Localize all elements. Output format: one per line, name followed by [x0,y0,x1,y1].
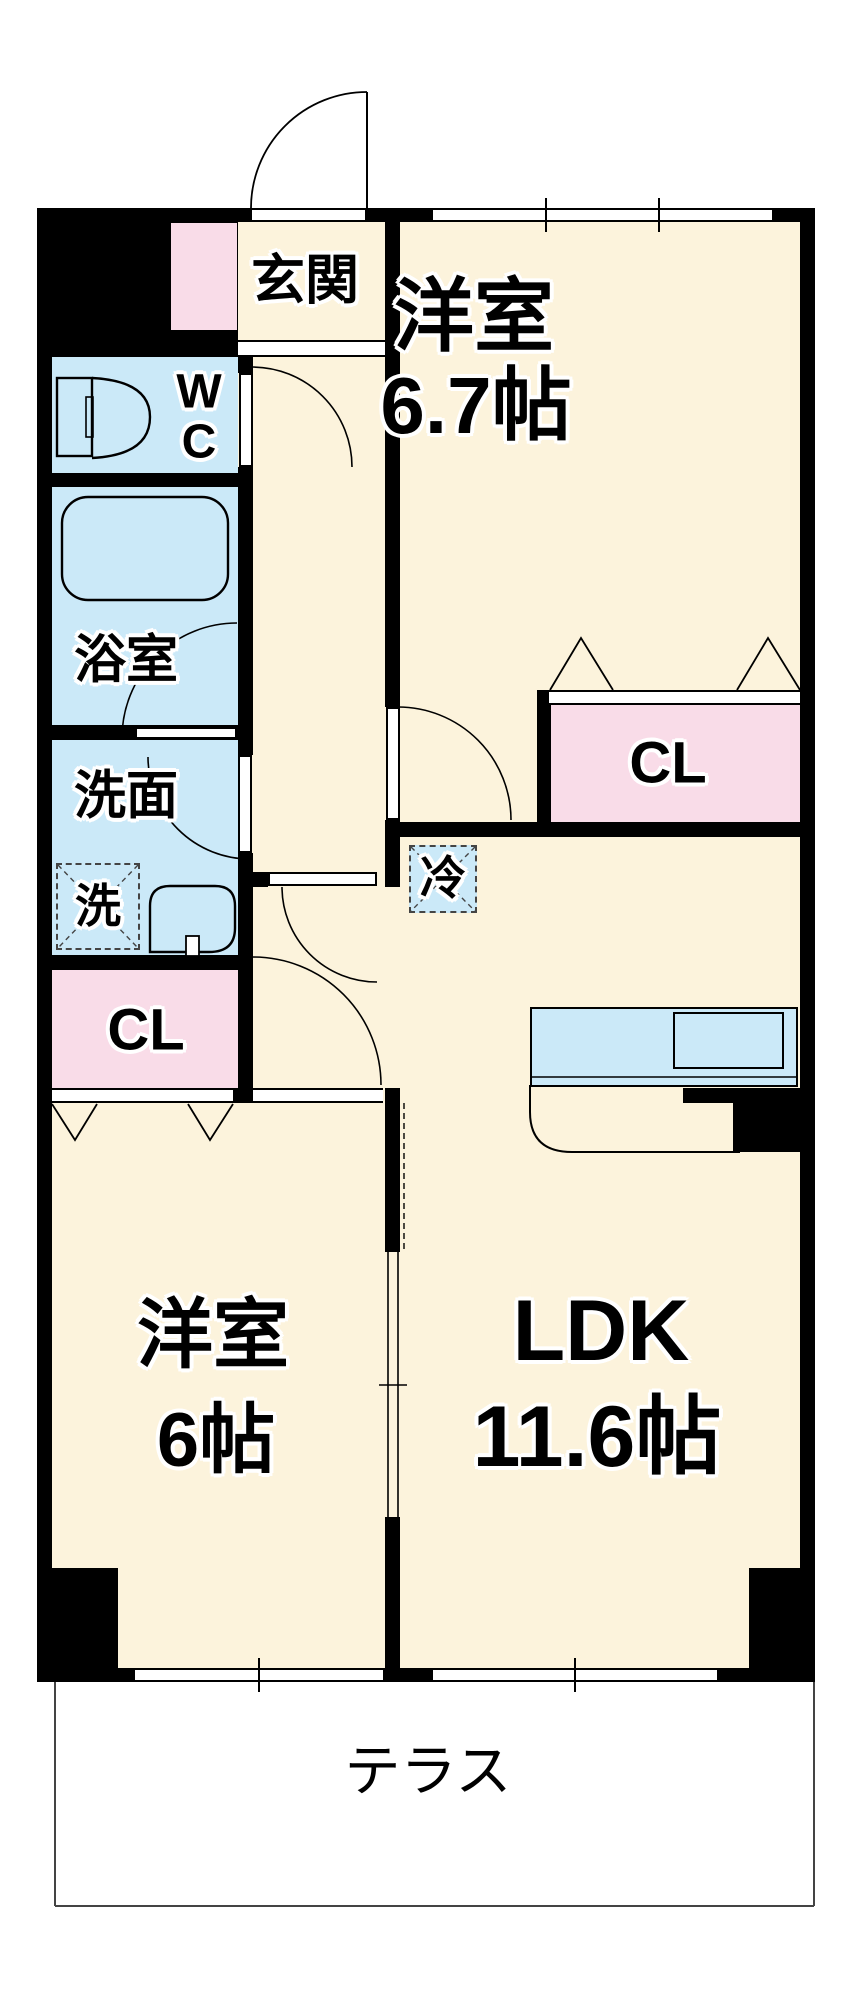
window-bedroom2 [135,1668,383,1682]
label-room1-size: 6.7帖 [380,361,572,450]
bedroom1-door-leaf [386,707,400,820]
closet-right-track [549,690,800,705]
wall-corridor-left-d [238,853,253,1088]
wall-hall-door-stub [253,872,268,887]
label-wc: W C [176,365,222,469]
window-ldk [433,1668,717,1682]
wall-block-bottom-left [37,1568,118,1682]
label-ldk-size: 11.6帖 [472,1388,722,1485]
wall-corridor-left-b [238,467,253,740]
label-room2-name: 洋室 [137,1293,289,1379]
label-terrace: テラス [344,1739,512,1803]
wall-above-wc [37,330,238,357]
wall-kitchen-stub-b [733,1103,800,1152]
wall-corridor-left-a [238,357,253,373]
label-washer: 洗 [75,879,121,932]
label-wc-line1: W [176,365,222,419]
closet-left-track [52,1088,233,1103]
hall-ldk-door-leaf [268,872,377,886]
wall-corridor-right-upper [385,208,400,707]
wall-corridor-left-c [238,740,253,755]
wall-left [37,208,52,1682]
label-washroom: 洗面 [73,767,179,826]
closet-right [551,705,800,822]
wall-closet-right-side [537,690,551,822]
wall-block-bottom-right [749,1568,815,1682]
wall-partition-upper [385,1088,400,1252]
label-room1-name: 洋室 [394,272,554,361]
label-room2-size: 6帖 [156,1398,276,1484]
label-closet-left: CL [107,997,185,1063]
bedroom2-opening-track [253,1088,383,1103]
wc-door-leaf [239,373,253,467]
wall-block-top-left [37,208,170,330]
wall-wc-bath [37,473,253,487]
bath-door-leaf [135,727,237,739]
washroom-door-leaf [238,755,252,853]
wall-right [800,208,815,1682]
entrance-threshold [250,208,367,222]
window-top [433,208,772,222]
label-fridge: 冷 [420,851,466,904]
wall-partition-lower [385,1517,400,1682]
label-wc-line2: C [181,416,217,469]
genkan-step [238,340,385,357]
label-closet-right: CL [629,730,707,796]
wall-stub-closet-left [233,1088,253,1103]
kitchen-counter [530,1007,798,1087]
label-bathroom: 浴室 [73,631,179,690]
label-ldk-name: LDK [512,1282,690,1379]
genkan-shoe-cabinet [170,222,238,340]
entrance-door-arc [250,91,368,209]
wall-mid-horizontal [385,822,815,837]
wall-kitchen-stub-a [683,1088,800,1103]
wall-washroom-closet [37,955,253,970]
closet-left [52,970,238,1088]
label-genkan: 玄関 [251,250,359,311]
